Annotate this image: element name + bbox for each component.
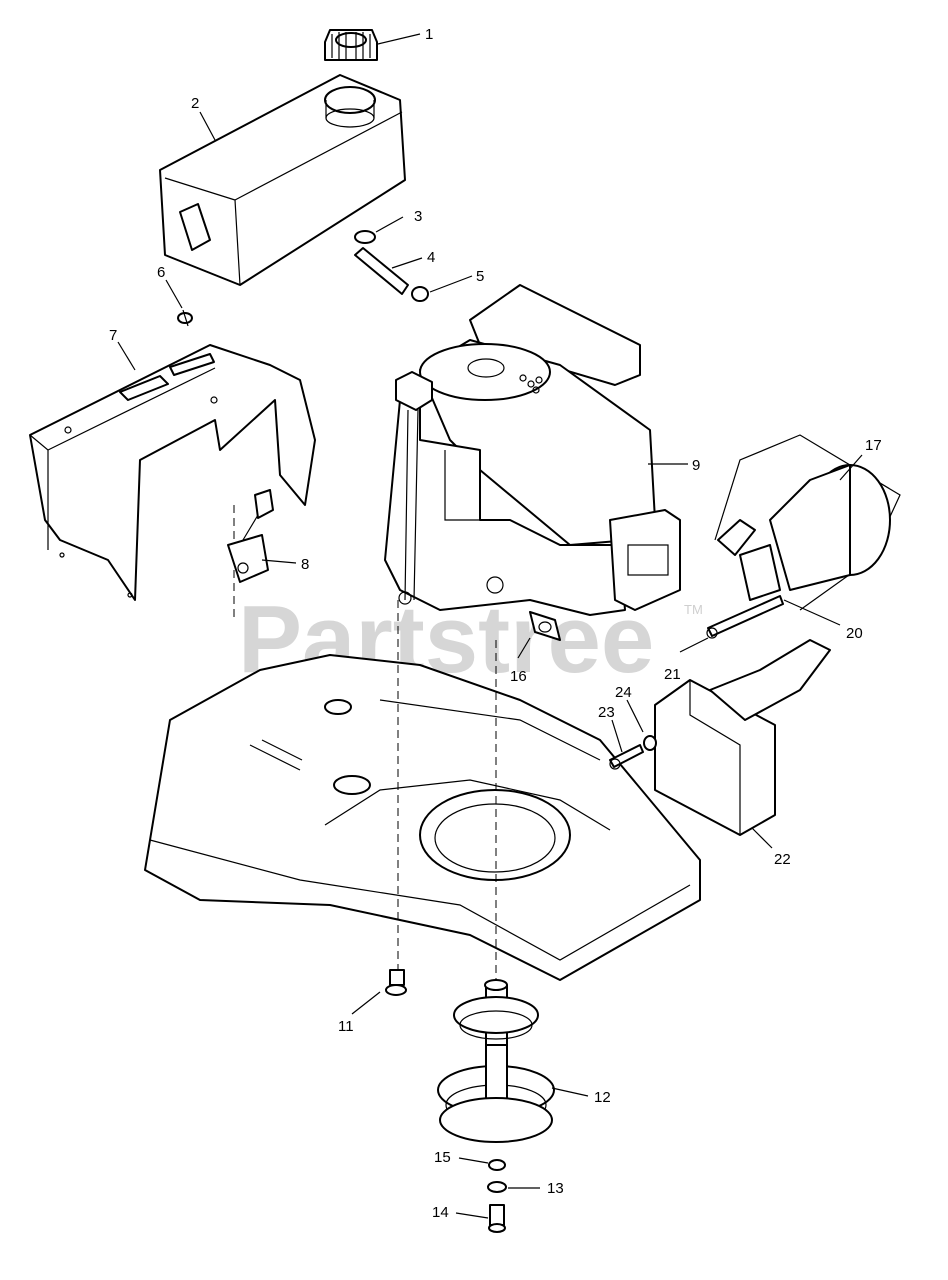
callout-12: 12 (594, 1089, 611, 1106)
heat-shield-washer-part[interactable] (643, 735, 657, 751)
leader-lines (117, 33, 863, 1219)
frame-part[interactable] (144, 654, 701, 981)
callout-4: 4 (427, 249, 435, 266)
fuel-tank-part[interactable] (159, 74, 406, 286)
callout-17: 17 (865, 437, 882, 454)
pulley-part[interactable] (437, 979, 555, 1143)
callout-14: 14 (432, 1204, 449, 1221)
watermark-trademark: TM (684, 602, 703, 617)
callout-labels: 1 2 3 4 5 6 7 8 9 11 12 13 14 15 16 17 2… (109, 26, 882, 1221)
engine-bolt-part[interactable] (385, 969, 407, 996)
dash-panel-part[interactable] (29, 344, 316, 601)
pulley-bolt-part[interactable] (488, 1204, 506, 1233)
gasket-part[interactable] (529, 611, 561, 641)
callout-3: 3 (414, 208, 422, 225)
callout-15: 15 (434, 1149, 451, 1166)
washer-part[interactable] (487, 1159, 507, 1193)
callout-5: 5 (476, 268, 484, 285)
gas-cap-part[interactable] (324, 29, 378, 61)
heat-shield-part[interactable] (654, 639, 831, 836)
callout-23: 23 (598, 704, 615, 721)
heat-shield-bolt-part[interactable] (609, 744, 644, 770)
callout-7: 7 (109, 327, 117, 344)
callout-8: 8 (301, 556, 309, 573)
callout-21: 21 (664, 666, 681, 683)
callout-16: 16 (510, 668, 527, 685)
engine-part[interactable] (384, 284, 681, 616)
callout-1: 1 (425, 26, 433, 43)
callout-13: 13 (547, 1180, 564, 1197)
fuel-hose-part[interactable] (354, 230, 429, 302)
callout-22: 22 (774, 851, 791, 868)
callout-9: 9 (692, 457, 700, 474)
muffler-part[interactable] (714, 434, 901, 611)
muffler-bracket-part[interactable] (739, 544, 781, 601)
callout-20: 20 (846, 625, 863, 642)
throttle-control-part[interactable] (227, 489, 274, 583)
callout-6: 6 (157, 264, 165, 281)
callout-2: 2 (191, 95, 199, 112)
callout-24: 24 (615, 684, 632, 701)
callout-11: 11 (338, 1018, 354, 1035)
muffler-bolt-part[interactable] (706, 595, 784, 639)
screw-part[interactable] (177, 309, 193, 327)
